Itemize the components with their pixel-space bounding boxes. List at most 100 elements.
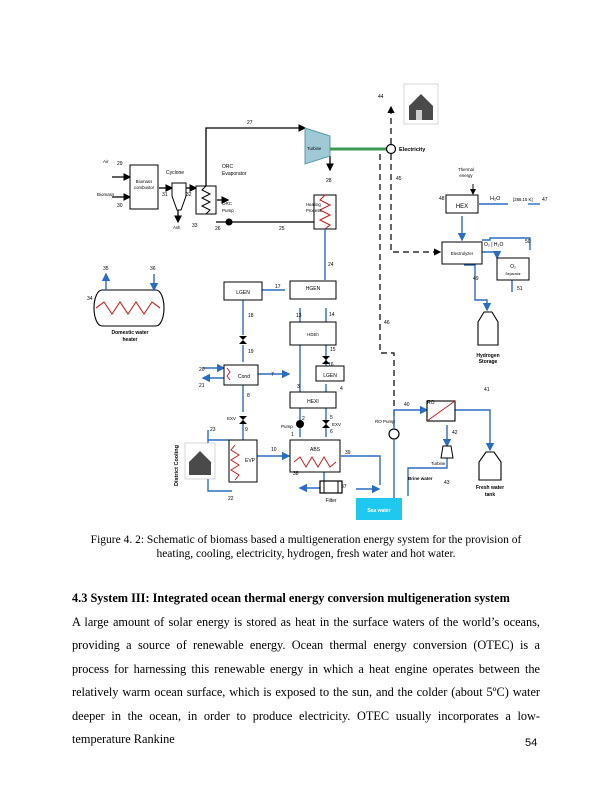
label-orc-pump-2: Pump (222, 208, 234, 213)
state-41: 41 (484, 387, 490, 393)
hexi-box (289, 391, 337, 409)
evp-coil (230, 444, 240, 481)
lgen2-box (315, 365, 345, 382)
label-fresh-water-tank-1: Fresh water (476, 485, 504, 491)
orc-evaporator (195, 185, 217, 215)
state-numbers: 1 2 3 4 5 6 7 8 9 10 13 14 15 16 17 18 1… (87, 94, 548, 502)
district-cooling-house-icon (184, 442, 216, 480)
label-lgen: LGEN (236, 290, 250, 296)
state-28: 28 (326, 178, 332, 184)
orc-pump (225, 218, 233, 226)
sea-water (356, 498, 402, 520)
label-domestic-water-heater-2: heater (122, 337, 137, 343)
house-icon (403, 83, 439, 125)
state-32: 32 (186, 192, 192, 198)
state-21: 21 (199, 383, 205, 389)
small-turbine (440, 445, 454, 459)
label-h2o: H₂O (490, 196, 501, 202)
label-orc-evaporator-1: ORC (222, 164, 234, 170)
state-19: 19 (248, 349, 254, 355)
lgen-box (223, 281, 263, 301)
valve-19 (239, 336, 247, 344)
hdh-box (289, 321, 337, 346)
label-evp: EVP (245, 458, 256, 464)
hgen-box (289, 280, 337, 300)
state-48: 48 (439, 196, 445, 202)
electricity-lines (379, 105, 442, 432)
label-hydrogen-storage-2: Storage (479, 359, 498, 365)
domestic-water-heater (93, 289, 165, 327)
ro-membrane (426, 400, 456, 422)
state-23: 23 (210, 427, 216, 433)
label-biomass: Biomass (97, 192, 115, 197)
state-10: 10 (271, 447, 277, 453)
section-heading: 4.3 System III: Integrated ocean thermal… (72, 591, 510, 605)
label-thermal-energy-1: Thermal (458, 167, 474, 172)
label-hexi: HEXI (307, 399, 319, 405)
biomass-combustor-label: Biomass (136, 179, 152, 184)
state-47: 47 (542, 197, 548, 203)
cond-coil (226, 367, 231, 381)
label-orc-evaporator-2: Evaporator (222, 171, 247, 177)
cyclone (171, 182, 187, 211)
state-42: 42 (452, 430, 458, 436)
label-district-cooling: District Cooling (174, 445, 180, 486)
state-40: 40 (404, 402, 410, 408)
label-ro: RO (427, 400, 435, 406)
label-filter: Filter (325, 498, 336, 504)
state-34: 34 (87, 296, 93, 302)
state-14: 14 (329, 312, 335, 318)
label-turbine: Turbine (307, 146, 322, 151)
valve-15 (322, 356, 330, 364)
state-35: 35 (103, 266, 109, 272)
label-heating-process-2: Process (306, 208, 322, 213)
state-39: 39 (345, 450, 351, 456)
state-7: 7 (271, 372, 274, 378)
biomass-combustor-label-2: combustor (134, 185, 155, 190)
label-thermal-energy-2: energy (459, 173, 473, 178)
exv-valve-1 (239, 416, 247, 424)
label-o2-h2o: O₂ | H₂O (484, 242, 503, 248)
label-pump: Pump (281, 424, 293, 429)
abs-coil (293, 456, 337, 468)
exv-valve-2 (322, 420, 330, 428)
cond-box (223, 364, 259, 386)
state-27: 27 (247, 120, 253, 126)
label-cond: Cond (238, 374, 250, 380)
state-20: 20 (199, 367, 205, 373)
state-13: 13 (296, 313, 302, 319)
label-exv-2: EXV (332, 422, 341, 427)
label-temp: [288.15 K] (513, 197, 533, 202)
state-29: 29 (117, 161, 123, 167)
label-orc-pump-1: ORC (222, 201, 233, 206)
state-1: 1 (291, 432, 294, 438)
state-38: 38 (293, 471, 299, 477)
state-30: 30 (117, 203, 123, 209)
label-cyclone: Cyclone (166, 170, 184, 176)
state-45: 45 (396, 176, 402, 182)
body-paragraph: A large amount of solar energy is stored… (72, 615, 540, 747)
state-17: 17 (275, 284, 281, 290)
state-46: 46 (384, 320, 390, 326)
hydrogen-subsystem (457, 203, 540, 312)
state-33: 33 (192, 223, 198, 229)
page-number: 54 (525, 737, 538, 749)
hydrogen-storage-tank (477, 311, 499, 346)
separator-box (496, 257, 530, 281)
filter (319, 480, 343, 494)
label-o2: O₂ (510, 264, 516, 270)
state-4: 4 (340, 386, 343, 392)
label-hdh: HDEh (307, 332, 319, 337)
state-49: 49 (473, 276, 479, 282)
label-sea-water: Sea water (367, 508, 390, 514)
state-24: 24 (328, 262, 334, 268)
label-domestic-water-heater-1: Domestic water (112, 330, 149, 336)
label-hgen: HGEN (306, 286, 321, 292)
label-exv: EXV (227, 416, 236, 421)
state-37: 37 (341, 484, 347, 490)
biomass-combustor: Biomass combustor (129, 164, 159, 210)
ro-loop (393, 405, 495, 498)
state-16: 16 (328, 362, 334, 368)
turbine (304, 127, 331, 165)
label-electrolyzer: Electrolyzer (451, 251, 474, 256)
